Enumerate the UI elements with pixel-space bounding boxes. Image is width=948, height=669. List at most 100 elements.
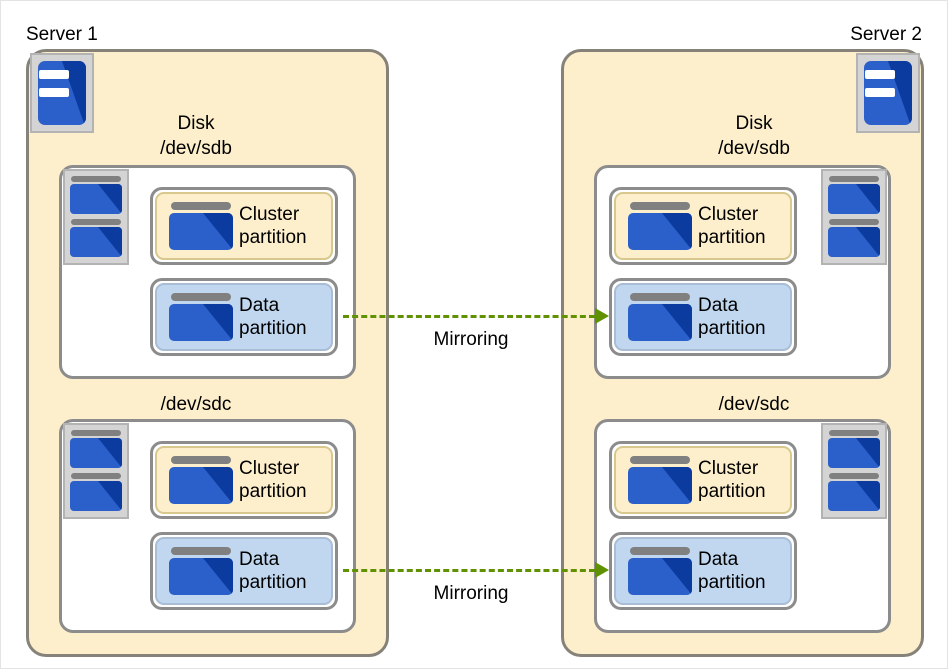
server2-sdc-label-line2: /dev/sdc — [718, 394, 790, 415]
partition-disk-icon — [169, 293, 233, 341]
disk-unit-cap — [71, 473, 121, 479]
partition-disk-icon — [169, 547, 233, 595]
partition-disk-cap — [171, 293, 231, 301]
mirroring-arrow-sdb-line — [343, 315, 595, 318]
partition-label-line1: Data — [698, 549, 739, 570]
partition-label-line2: partition — [698, 227, 766, 248]
partition-label-line2: partition — [239, 318, 307, 339]
disk-unit-cap — [829, 176, 879, 182]
server1-title: Server 1 — [26, 24, 98, 45]
partition-disk-icon — [169, 456, 233, 504]
server2-sdb-label-line1: Disk — [735, 113, 773, 134]
partition-disk-cap — [171, 456, 231, 464]
partition-label: Data partition — [239, 548, 307, 594]
partition-label-line1: Data — [239, 549, 280, 570]
partition-label: Data partition — [698, 548, 766, 594]
server2-sdb-data-partition[interactable]: Data partition — [609, 278, 797, 356]
server1-sdb-data-partition[interactable]: Data partition — [150, 278, 338, 356]
server1-sdc-data-partition[interactable]: Data partition — [150, 532, 338, 610]
partition-label-line2: partition — [698, 481, 766, 502]
partition-disk-icon — [628, 547, 692, 595]
server-tower-bar-2 — [39, 88, 69, 97]
disk-unit-body — [828, 184, 880, 214]
disk-unit-1 — [828, 430, 880, 468]
mirroring-label-sdc: Mirroring — [433, 583, 509, 604]
partition-label: Cluster partition — [239, 457, 307, 503]
disk-unit-body — [70, 481, 122, 511]
partition-inner: Cluster partition — [614, 192, 792, 260]
disk-unit-cap — [829, 430, 879, 436]
partition-label: Cluster partition — [698, 457, 766, 503]
server2-sdc-cluster-partition[interactable]: Cluster partition — [609, 441, 797, 519]
server2-sdb-label-line2: /dev/sdb — [718, 138, 790, 159]
partition-disk-body — [169, 467, 233, 504]
server2-sdb-cluster-partition[interactable]: Cluster partition — [609, 187, 797, 265]
partition-disk-body — [628, 558, 692, 595]
partition-label: Data partition — [239, 294, 307, 340]
partition-label-line1: Data — [239, 295, 280, 316]
partition-label: Cluster partition — [698, 203, 766, 249]
disk-unit-body — [70, 438, 122, 468]
partition-label-line2: partition — [698, 572, 766, 593]
partition-label-line1: Data — [698, 295, 739, 316]
disk-unit-cap — [829, 473, 879, 479]
disk-unit-1 — [70, 176, 122, 214]
partition-disk-body — [169, 304, 233, 341]
partition-disk-icon — [169, 202, 233, 250]
server-tower-icon — [856, 53, 920, 133]
disk-unit-body — [828, 438, 880, 468]
disk-unit-cap — [829, 219, 879, 225]
disk-unit-2 — [70, 473, 122, 511]
partition-label-line1: Cluster — [698, 458, 759, 479]
mirroring-arrow-sdc-head — [595, 562, 609, 578]
partition-label-line1: Cluster — [239, 204, 300, 225]
server-tower-icon — [30, 53, 94, 133]
partition-disk-cap — [630, 202, 690, 210]
partition-inner: Cluster partition — [155, 446, 333, 514]
disk-unit-2 — [70, 219, 122, 257]
server-tower-bar-1 — [865, 70, 895, 79]
partition-disk-cap — [630, 456, 690, 464]
partition-inner: Cluster partition — [155, 192, 333, 260]
disk-unit-cap — [71, 176, 121, 182]
partition-inner: Data partition — [155, 283, 333, 351]
disk-unit-body — [828, 227, 880, 257]
disk-unit-2 — [828, 219, 880, 257]
partition-disk-body — [628, 467, 692, 504]
mirroring-arrow-sdc-line — [343, 569, 595, 572]
partition-label-line1: Cluster — [698, 204, 759, 225]
server2-sdb-label: Disk /dev/sdb — [669, 111, 839, 161]
server2-sdc-data-partition[interactable]: Data partition — [609, 532, 797, 610]
server2-sdc-label: /dev/sdc — [669, 392, 839, 417]
disk-unit-body — [70, 184, 122, 214]
disk-unit-body — [828, 481, 880, 511]
partition-disk-icon — [628, 293, 692, 341]
server1-sdb-cluster-partition[interactable]: Cluster partition — [150, 187, 338, 265]
server1-sdc-cluster-partition[interactable]: Cluster partition — [150, 441, 338, 519]
partition-disk-icon — [628, 456, 692, 504]
partition-disk-cap — [630, 547, 690, 555]
partition-label-line2: partition — [239, 227, 307, 248]
partition-disk-body — [628, 213, 692, 250]
partition-disk-body — [169, 213, 233, 250]
server1-sdc-disk-unit-icon — [63, 423, 129, 519]
disk-unit-2 — [828, 473, 880, 511]
server1-sdb-disk-unit-icon — [63, 169, 129, 265]
disk-unit-cap — [71, 219, 121, 225]
disk-unit-1 — [828, 176, 880, 214]
partition-disk-body — [169, 558, 233, 595]
disk-unit-cap — [71, 430, 121, 436]
partition-disk-cap — [171, 547, 231, 555]
partition-inner: Data partition — [155, 537, 333, 605]
server-tower-bar-2 — [865, 88, 895, 97]
server-tower-bar-1 — [39, 70, 69, 79]
server1-sdc-label: /dev/sdc — [111, 392, 281, 417]
mirroring-label-sdb: Mirroring — [433, 329, 509, 350]
server2-sdb-disk-unit-icon — [821, 169, 887, 265]
partition-label-line2: partition — [239, 572, 307, 593]
partition-disk-icon — [628, 202, 692, 250]
disk-unit-body — [70, 227, 122, 257]
server2-title: Server 2 — [850, 24, 922, 45]
server1-sdb-label-line1: Disk — [177, 113, 215, 134]
